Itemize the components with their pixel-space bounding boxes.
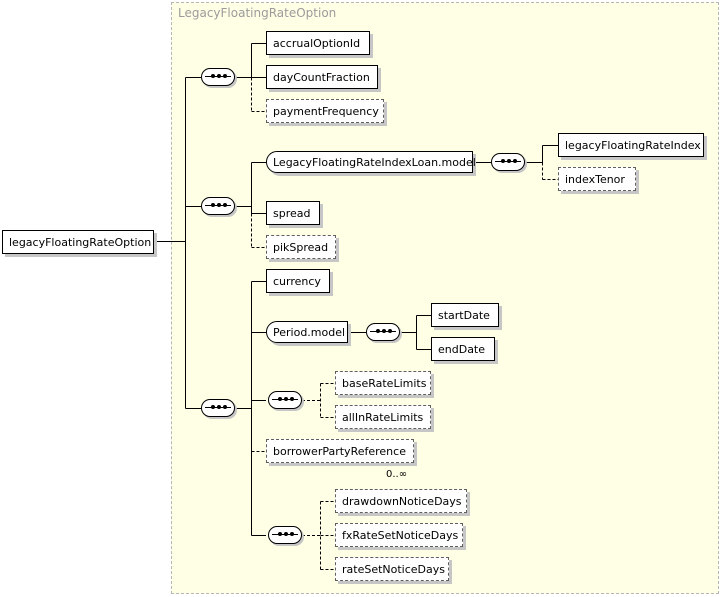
element-payment-frequency[interactable]: paymentFrequency: [266, 99, 384, 123]
element-rate-set-notice-days[interactable]: rateSetNoticeDays: [335, 557, 449, 581]
sequence-compositor-1[interactable]: [201, 68, 235, 86]
element-fx-rate-set-notice-days[interactable]: fxRateSetNoticeDays: [335, 523, 463, 547]
sequence-compositor-3[interactable]: [201, 399, 235, 417]
sequence-compositor-rate-limits[interactable]: [268, 391, 302, 409]
sequence-compositor-period[interactable]: [366, 323, 400, 341]
element-currency[interactable]: currency: [266, 269, 330, 293]
element-borrower-party-reference[interactable]: borrowerPartyReference: [266, 439, 414, 463]
multiplicity-label: 0..∞: [386, 469, 408, 480]
element-legacy-floating-rate-index[interactable]: legacyFloatingRateIndex: [558, 133, 704, 157]
element-day-count-fraction[interactable]: dayCountFraction: [266, 65, 378, 89]
element-start-date[interactable]: startDate: [431, 303, 499, 327]
sequence-compositor-notice-days[interactable]: [268, 526, 302, 544]
model-group-period[interactable]: Period.model: [266, 321, 348, 343]
element-end-date[interactable]: endDate: [431, 337, 495, 361]
element-spread[interactable]: spread: [266, 201, 320, 225]
element-drawdown-notice-days[interactable]: drawdownNoticeDays: [335, 489, 467, 513]
element-index-tenor[interactable]: indexTenor: [558, 167, 636, 191]
element-all-in-rate-limits[interactable]: allInRateLimits: [335, 405, 431, 429]
element-pik-spread[interactable]: pikSpread: [266, 235, 336, 259]
root-element[interactable]: legacyFloatingRateOption: [2, 230, 154, 254]
sequence-compositor-index[interactable]: [491, 153, 525, 171]
type-label: LegacyFloatingRateOption: [178, 6, 337, 20]
sequence-compositor-2[interactable]: [201, 197, 235, 215]
element-accrual-option-id[interactable]: accrualOptionId: [266, 31, 370, 55]
element-base-rate-limits[interactable]: baseRateLimits: [335, 371, 431, 395]
model-group-legacy-floating-rate-index-loan[interactable]: LegacyFloatingRateIndexLoan.model: [266, 151, 476, 173]
